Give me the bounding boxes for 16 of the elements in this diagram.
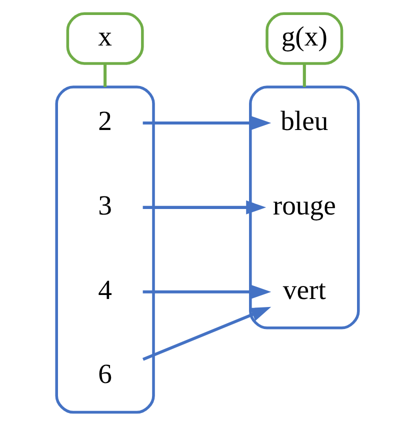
node-text: 6 (98, 358, 112, 390)
arrow (142, 306, 272, 361)
connector (104, 64, 107, 87)
node-box: x (66, 12, 144, 65)
node-text: 2 (98, 104, 112, 136)
arrow (142, 200, 266, 214)
node-text: 4 (98, 274, 112, 305)
node-text: vert (282, 274, 326, 305)
node-text: bleu (280, 104, 328, 136)
node-box: g(x) (266, 12, 344, 65)
cluster (55, 86, 155, 414)
node-text: 3 (98, 189, 112, 220)
arrow (142, 116, 272, 130)
arrow (142, 284, 272, 299)
connector (302, 64, 306, 87)
node-text: rouge (272, 189, 336, 220)
